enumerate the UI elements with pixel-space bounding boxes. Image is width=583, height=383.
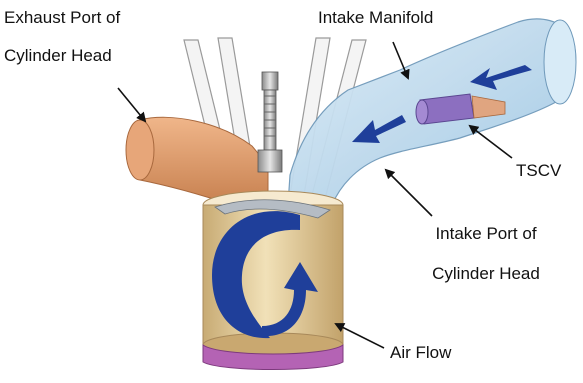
tscv-label: TSCV xyxy=(516,161,561,181)
spark-plug xyxy=(258,72,282,172)
exhaust-port-label-line1: Exhaust Port of xyxy=(4,8,120,28)
exhaust-leader-arrow xyxy=(118,88,145,121)
intake-manifold-label: Intake Manifold xyxy=(318,8,433,28)
air-flow-label: Air Flow xyxy=(390,343,451,363)
exhaust-port-label-line2: Cylinder Head xyxy=(4,46,112,66)
intake-port-label-line1: Intake Port of xyxy=(416,224,556,244)
intake-port-leader-arrow xyxy=(386,170,432,216)
intake-port-label-line2: Cylinder Head xyxy=(416,264,556,284)
tscv-leader-arrow xyxy=(470,126,512,158)
